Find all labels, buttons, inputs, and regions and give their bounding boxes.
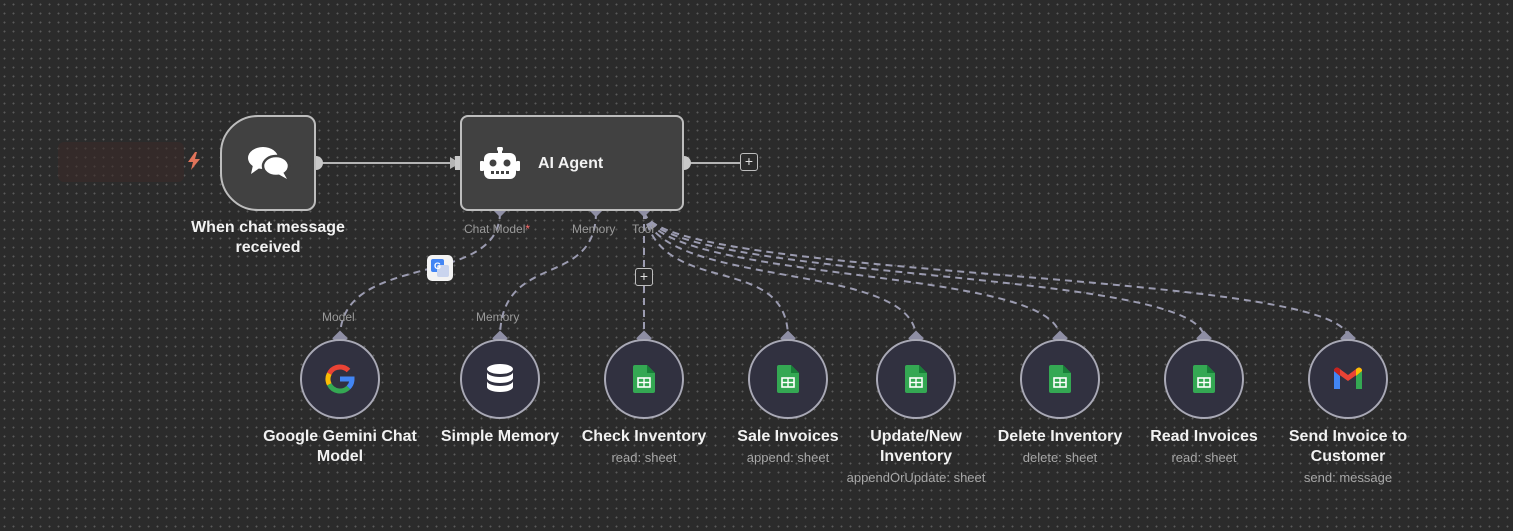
chat-bubbles-icon (248, 147, 291, 179)
check-inventory-node[interactable] (604, 339, 684, 419)
send-invoice-label: Send Invoice to Customer (1288, 428, 1408, 465)
edge-update-inventory (643, 211, 917, 339)
read-invoices-node[interactable] (1164, 339, 1244, 419)
sale-invoices-operation: append: sheet (746, 450, 830, 465)
agent-title: AI Agent (538, 155, 604, 172)
edge-memory (499, 211, 597, 339)
google-sheets-icon (777, 365, 799, 393)
ai-agent-node[interactable]: AI Agent (460, 115, 684, 211)
memory-handle-label: Memory (572, 222, 616, 236)
edge-delete-inventory (643, 211, 1061, 339)
edge-chat-model (339, 211, 501, 339)
read-invoices-operation: read: sheet (1171, 450, 1237, 465)
edge-read-invoices (643, 211, 1205, 339)
update-new-inventory-node[interactable] (876, 339, 956, 419)
add-tool-button[interactable]: + (635, 268, 653, 286)
agent-input-handle (455, 156, 461, 170)
send-invoice-node[interactable] (1308, 339, 1388, 419)
database-icon (487, 364, 513, 392)
google-sheets-icon (1049, 365, 1071, 393)
robot-icon (480, 147, 520, 179)
google-sheets-icon (905, 365, 927, 393)
trigger-hint-badge (58, 142, 184, 182)
update-inventory-label: Update/New Inventory (870, 428, 962, 465)
agent-add-node-button[interactable]: + (740, 153, 758, 171)
tool-handle-label: Tool (632, 222, 655, 236)
model-fallback-badge[interactable]: G (427, 255, 453, 281)
edge-sale-invoices (643, 211, 789, 339)
trigger-label: When chat message received (191, 219, 345, 256)
google-icon (325, 364, 355, 394)
google-sheets-icon (1193, 365, 1215, 393)
google-sheets-icon (633, 365, 655, 393)
update-inventory-operation: appendOrUpdate: sheet (846, 470, 986, 485)
edge-send-invoice (643, 211, 1349, 339)
svg-text:G: G (434, 261, 441, 271)
gmail-icon (1334, 367, 1362, 389)
simple-memory-node[interactable] (460, 339, 540, 419)
delete-inventory-operation: delete: sheet (1022, 450, 1098, 465)
chat-trigger-node[interactable] (220, 115, 316, 211)
sale-invoices-label: Sale Invoices (737, 428, 839, 445)
lightning-bolt-icon (188, 152, 200, 170)
read-invoices-label: Read Invoices (1150, 428, 1258, 445)
memory-input-handle-label: Memory (476, 310, 520, 324)
send-invoice-operation: send: message (1303, 470, 1393, 485)
check-inventory-label: Check Inventory (581, 428, 707, 445)
check-inventory-operation: read: sheet (611, 450, 677, 465)
sale-invoices-node[interactable] (748, 339, 828, 419)
google-gemini-chat-model-node[interactable] (300, 339, 380, 419)
google-translate-icon: G (431, 259, 449, 277)
memory-node-label: Simple Memory (440, 428, 560, 445)
model-handle-label: Model (322, 310, 355, 324)
chat-model-handle-label: Chat Model* (464, 222, 531, 236)
delete-inventory-node[interactable] (1020, 339, 1100, 419)
gemini-node-label: Google Gemini Chat Model (263, 428, 417, 465)
delete-inventory-label: Delete Inventory (997, 428, 1123, 445)
